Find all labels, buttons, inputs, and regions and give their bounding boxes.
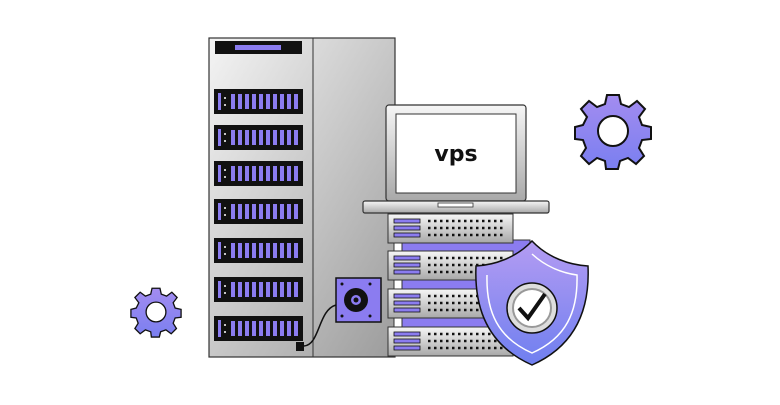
gear-icon <box>574 94 652 170</box>
gear-icon <box>130 287 182 338</box>
laptop-icon: vps <box>362 104 550 214</box>
shield-check-icon <box>475 239 589 366</box>
screen-text: vps <box>434 142 477 167</box>
speaker-icon <box>335 277 382 323</box>
server-tower-icon <box>208 37 396 358</box>
